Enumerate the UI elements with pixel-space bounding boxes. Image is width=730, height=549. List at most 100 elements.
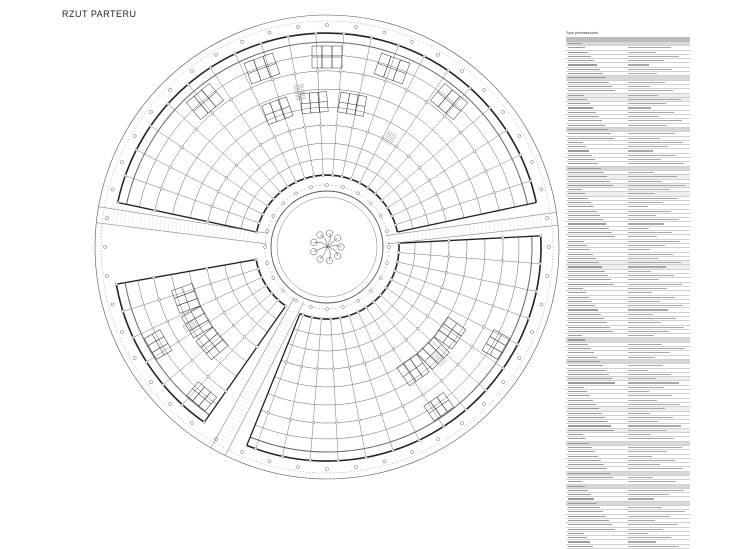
room-schedule-row	[566, 158, 690, 163]
grid-line	[391, 279, 518, 345]
paving-line	[409, 233, 411, 241]
paving-line	[183, 219, 186, 235]
room-name-cell	[568, 77, 606, 79]
room-schedule-row	[566, 201, 690, 206]
paving-line	[273, 336, 284, 342]
room-name-cell	[568, 154, 592, 156]
grid-line	[397, 261, 537, 292]
room-cluster	[396, 353, 430, 387]
paving-line	[103, 204, 108, 228]
wing-end-wall	[398, 235, 541, 244]
wing-arc	[225, 142, 429, 226]
perimeter-column	[501, 110, 505, 114]
room-name-cell	[568, 524, 612, 526]
room-schedule-rows	[566, 42, 690, 549]
paving-line	[492, 219, 495, 234]
paving-line	[263, 353, 275, 360]
perimeter-column	[110, 187, 115, 192]
stair-tread	[194, 317, 200, 327]
column-marker	[538, 262, 542, 266]
column-marker	[303, 176, 307, 180]
tree-branch	[326, 233, 331, 248]
column-marker	[338, 316, 342, 320]
column-marker	[482, 325, 486, 329]
room-area-cell	[628, 348, 685, 350]
paving-line	[413, 232, 415, 240]
room-cluster	[143, 329, 173, 360]
room-schedule-row	[566, 154, 690, 159]
room-area-cell	[628, 481, 676, 483]
drawing-title: RZUT PARTERU	[62, 9, 137, 19]
column-marker	[390, 214, 394, 218]
room-area-cell	[628, 352, 670, 354]
paving-line	[488, 220, 491, 234]
tree-branch	[313, 246, 328, 253]
room-name-cell	[568, 369, 606, 371]
perimeter-column	[460, 69, 464, 73]
path-edge	[98, 206, 269, 234]
room-name-cell	[568, 442, 589, 444]
column-marker	[497, 282, 501, 286]
room-schedule-row	[566, 171, 690, 176]
room-name-cell	[568, 146, 586, 148]
room-schedule-row	[566, 240, 690, 244]
column-marker	[394, 223, 398, 227]
paving-line	[232, 404, 250, 414]
court-column	[385, 261, 389, 265]
room-area-cell	[628, 120, 682, 122]
wing-arc	[189, 107, 465, 218]
room-cluster	[430, 83, 469, 120]
room-name-cell	[568, 489, 588, 491]
room-area-cell	[628, 85, 650, 88]
column-marker	[270, 291, 274, 295]
room-partition	[247, 63, 277, 74]
room-name-cell	[568, 434, 583, 436]
grid-line	[398, 252, 541, 265]
column-marker	[435, 192, 439, 196]
room-name-cell	[568, 270, 605, 272]
column-marker	[177, 340, 181, 344]
room-area-cell	[628, 94, 658, 96]
room-area-cell	[628, 511, 685, 513]
room-name-cell	[568, 330, 613, 332]
grid-line	[394, 270, 529, 319]
perimeter-column	[436, 52, 440, 57]
column-marker	[384, 79, 388, 83]
paving-line	[256, 363, 270, 371]
column-marker	[539, 234, 543, 238]
room-name-cell	[568, 541, 590, 543]
room-area-cell	[628, 391, 649, 393]
column-marker	[407, 154, 411, 158]
room-name-cell	[568, 416, 605, 418]
room-name-cell	[568, 429, 614, 431]
column-marker	[373, 191, 377, 195]
paving-line	[223, 227, 225, 238]
column-marker	[434, 300, 438, 304]
column-marker	[206, 220, 210, 224]
tree-canopy	[334, 252, 342, 260]
room-area-cell	[628, 489, 684, 491]
room-schedule-row	[566, 446, 690, 451]
perimeter-column	[382, 459, 387, 464]
room-name-cell	[568, 309, 598, 311]
grid-line	[167, 103, 274, 199]
room-area-cell	[628, 326, 684, 328]
column-marker	[216, 190, 220, 194]
column-marker	[123, 174, 127, 178]
room-schedule-row	[566, 253, 690, 257]
paving-line	[500, 218, 503, 233]
room-schedule-row	[566, 416, 690, 421]
column-marker	[287, 129, 291, 133]
room-name-cell	[568, 232, 612, 234]
room-blocks	[143, 45, 511, 422]
column-marker	[202, 420, 206, 424]
room-area-cell	[628, 275, 674, 277]
grid-line	[367, 70, 449, 188]
court-column	[369, 201, 373, 205]
room-schedule-row	[566, 141, 690, 146]
column-marker	[372, 300, 376, 304]
stair-tread	[438, 358, 446, 366]
room-schedule-row	[566, 257, 690, 262]
grid-line	[357, 311, 420, 441]
room-area-cell	[628, 244, 665, 247]
